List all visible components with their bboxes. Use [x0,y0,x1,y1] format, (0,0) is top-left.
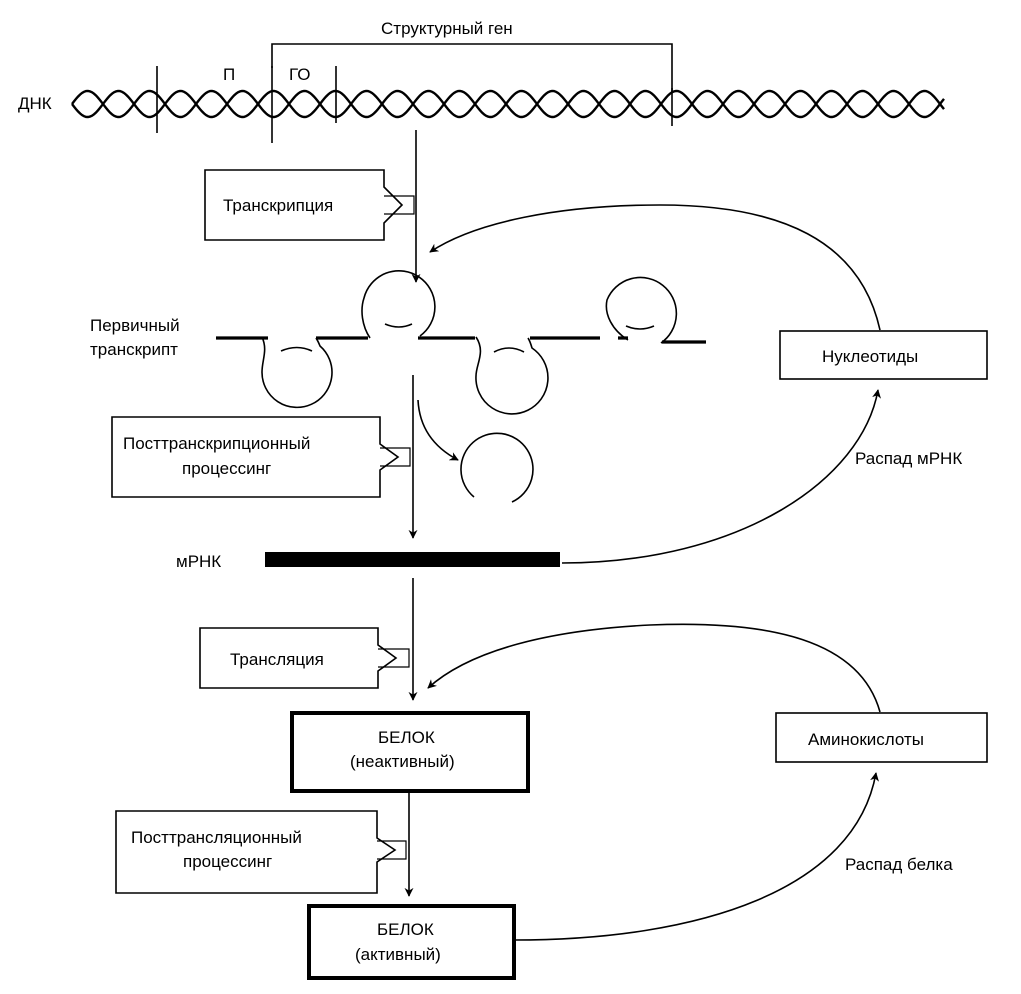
amino-acids-box [775,712,988,763]
post-translational-step: Посттрансляционный процессинг [115,810,407,894]
dna-strand-b [71,89,945,119]
nucleotides-pool: Нуклеотиды [779,330,988,380]
post-translational-box-connector [377,840,407,860]
structural-gene-label: Структурный ген [381,19,513,38]
intron-loop-1 [261,336,333,409]
protein-decay-label: Распад белка [845,855,953,874]
dna-label: ДНК [18,94,52,113]
post-translational-box [115,810,397,894]
protein-active-box [307,904,516,980]
amino-acids-reuse-arrow [427,623,881,713]
protein-active-label-line1: БЕЛОК [377,920,434,939]
nucleotides-reuse-arrow [429,204,881,331]
dna-double-helix [71,89,945,119]
post-transcriptional-label-line1: Посттранскрипционный [123,434,310,453]
mrna-bar [265,552,560,567]
protein-inactive-label-line1: БЕЛОК [378,728,435,747]
post-translational-label-line2: процессинг [183,852,272,871]
nucleotides-label: Нуклеотиды [822,347,918,366]
mrna-label: мРНК [176,552,221,571]
translation-box-connector [378,648,410,668]
excised-intron-arrow [417,399,459,461]
protein-active: БЕЛОК (активный) [307,904,516,980]
transcription-step: Транскрипция [204,169,415,241]
intron-loop-1-inner [280,346,313,352]
nucleotides-box [779,330,988,380]
mrna-decay-arrow [561,389,882,564]
intron-loop-2 [475,336,549,415]
dna-strand-a [71,89,945,119]
protein-inactive-box [290,711,530,793]
protein-inactive-label-line2: (неактивный) [350,752,455,771]
post-transcriptional-box [111,416,400,498]
translation-box [199,627,398,689]
intron-loop-top-1-inner [384,323,413,328]
primary-transcript: Первичный транскрипт [90,270,706,503]
mrna-decay-label: Распад мРНК [855,449,962,468]
post-transcriptional-box-connector [380,447,411,467]
post-transcriptional-label-line2: процессинг [182,459,271,478]
translation-step: Трансляция [199,627,410,689]
excised-intron-ring [460,432,534,503]
primary-transcript-label-line1: Первичный [90,316,180,335]
transcription-box-connector [384,195,415,215]
intron-loop-top-1 [361,270,436,339]
post-translational-label-line1: Посттрансляционный [131,828,302,847]
translation-label: Трансляция [230,650,324,669]
promoter-label: П [223,65,235,84]
transcription-label: Транскрипция [223,196,333,215]
mrna-section: мРНК [176,552,560,571]
structural-gene-bracket [271,43,673,92]
intron-loop-top-2 [605,276,678,344]
transcript-strand [216,336,706,344]
dna-section: ДНК Структурный ген П ГО [18,19,945,143]
operator-label: ГО [289,65,310,84]
protein-decay-arrow [513,772,879,941]
protein-active-label-line2: (активный) [355,945,441,964]
post-transcriptional-step: Посттранскрипционный процессинг [111,416,411,498]
intron-loop-2-inner [493,347,525,353]
protein-inactive: БЕЛОК (неактивный) [290,711,530,793]
amino-acids-pool: Аминокислоты [775,712,988,763]
primary-transcript-label-line2: транскрипт [90,340,178,359]
amino-acids-label: Аминокислоты [808,730,924,749]
intron-loop-top-2-inner [625,325,655,330]
